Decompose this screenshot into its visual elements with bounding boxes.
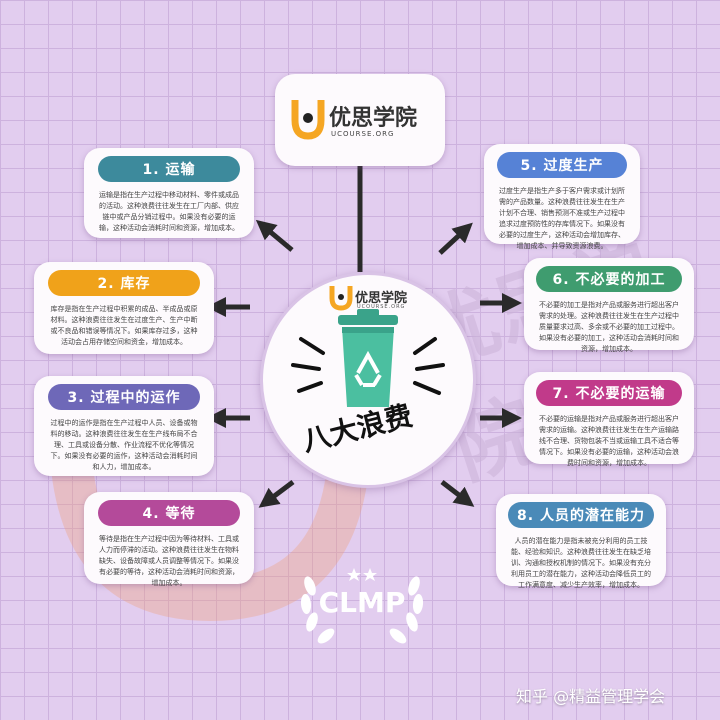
brand-u-logo-icon	[291, 100, 325, 140]
waste-title-5: 5. 过度生产	[497, 152, 627, 178]
center-brand-name: 优思学院	[355, 291, 408, 306]
waste-title-6: 6. 不必要的加工	[536, 266, 682, 292]
footer-attribution: 知乎 @精益管理学会	[516, 687, 666, 706]
center-circle: 优思学院 UCOURSE.ORG	[260, 272, 476, 488]
waste-title-2: 2. 库存	[48, 270, 200, 296]
clmp-label: CLMP	[318, 586, 406, 619]
waste-desc-1: 运输是指在生产过程中移动材料、零件或成品的活动。这种浪费往往发生在工厂内部、供应…	[99, 191, 239, 232]
waste-title-3: 3. 过程中的运作	[48, 384, 200, 410]
waste-desc-5: 过度生产是指生产多于客户需求或计划所需的产品数量。这种浪费往往发生在生产计划不合…	[499, 187, 625, 250]
center-brand-u-logo-icon	[329, 286, 353, 311]
waste-desc-3: 过程中的运作是指在生产过程中人员、设备或物料的移动。这种浪费往往发生在生产线布局…	[50, 419, 198, 471]
waste-title-7: 7. 不必要的运输	[536, 380, 682, 406]
waste-card-5: 5. 过度生产 过度生产是指生产多于客户需求或计划所需的产品数量。这种浪费往往发…	[484, 144, 640, 250]
waste-desc-6: 不必要的加工是指对产品或服务进行超出客户需求的处理。这种浪费往往发生在生产过程中…	[539, 301, 679, 353]
waste-desc-4: 等待是指在生产过程中因为等待材料、工具或人力而停滞的活动。这种浪费往往发生在物料…	[99, 535, 239, 587]
waste-card-2: 2. 库存 库存是指在生产过程中积累的成品、半成品或原材料。这种浪费往往发生在过…	[34, 262, 214, 354]
waste-card-6: 6. 不必要的加工 不必要的加工是指对产品或服务进行超出客户需求的处理。这种浪费…	[524, 258, 694, 353]
center-brand-domain: UCOURSE.ORG	[357, 304, 406, 310]
arrow-to-8	[440, 480, 475, 507]
arrow-to-1	[255, 219, 294, 252]
waste-desc-8: 人员的潜在能力是指未被充分利用的员工技能、经验和知识。这种浪费往往发生在缺乏培训…	[511, 537, 651, 589]
recycle-bin-icon	[291, 309, 445, 407]
waste-title-4: 4. 等待	[98, 500, 240, 526]
brand-name: 优思学院	[329, 106, 418, 131]
brand-logo-card: 优思学院 UCOURSE.ORG	[275, 74, 445, 166]
waste-card-1: 1. 运输 运输是指在生产过程中移动材料、零件或成品的活动。这种浪费往往发生在工…	[84, 148, 254, 238]
arrow-to-5	[438, 222, 473, 255]
waste-title-1: 1. 运输	[98, 156, 240, 182]
waste-card-3: 3. 过程中的运作 过程中的运作是指在生产过程中人员、设备或物料的移动。这种浪费…	[34, 376, 214, 476]
waste-desc-7: 不必要的运输是指对产品或服务进行超出客户需求的运输。这种浪费往往发生在生产运输路…	[539, 415, 679, 467]
waste-card-8: 8. 人员的潜在能力 人员的潜在能力是指未被充分利用的员工技能、经验和知识。这种…	[496, 494, 666, 589]
clmp-badge: CLMP	[292, 556, 432, 646]
waste-card-7: 7. 不必要的运输 不必要的运输是指对产品或服务进行超出客户需求的运输。这种浪费…	[524, 372, 694, 467]
waste-card-4: 4. 等待 等待是指在生产过程中因为等待材料、工具或人力而停滞的活动。这种浪费往…	[84, 492, 254, 587]
waste-desc-2: 库存是指在生产过程中积累的成品、半成品或原材料。这种浪费往往发生在过度生产、生产…	[50, 305, 198, 346]
laurel-wreath-icon	[300, 568, 424, 644]
arrow-to-4	[258, 480, 295, 508]
brand-domain: UCOURSE.ORG	[331, 130, 395, 138]
waste-title-8: 8. 人员的潜在能力	[508, 502, 654, 528]
